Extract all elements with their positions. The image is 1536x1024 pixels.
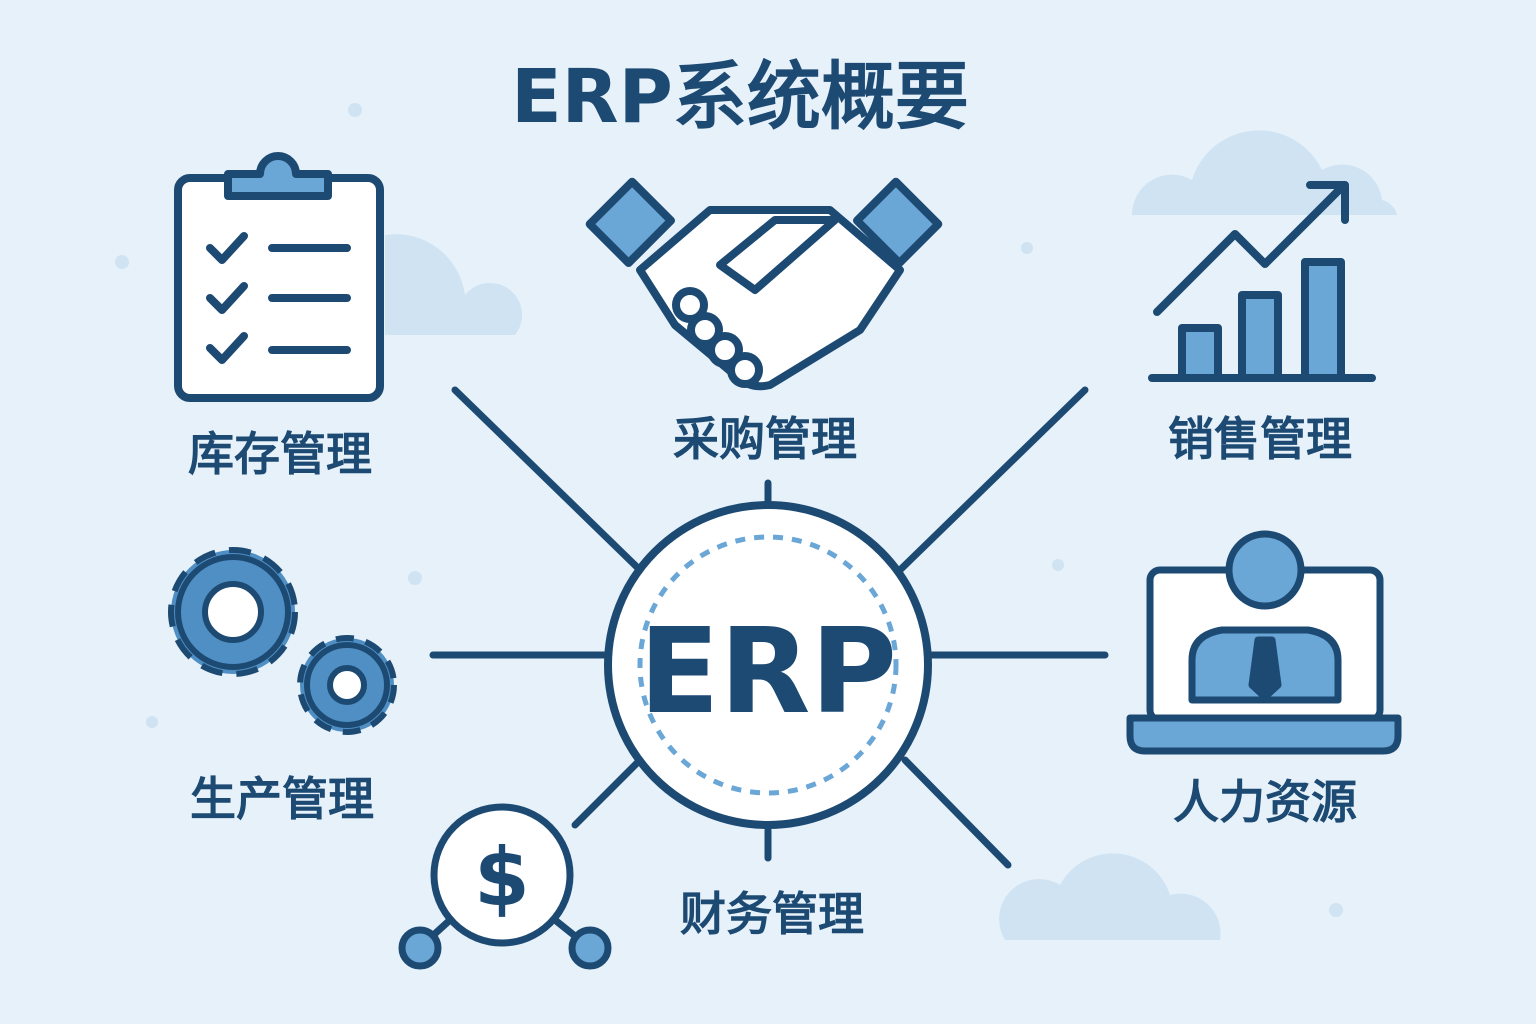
bar-chart-growth-icon bbox=[1148, 181, 1376, 382]
module-label-finance: 财务管理 bbox=[680, 887, 864, 941]
clipboard-checklist-icon bbox=[174, 152, 384, 402]
module-label-sales: 销售管理 bbox=[1168, 412, 1352, 466]
module-label-production: 生产管理 bbox=[190, 772, 374, 826]
handshake-icon bbox=[585, 177, 943, 391]
gears-icon bbox=[168, 547, 397, 735]
module-label-hr: 人力资源 bbox=[1173, 775, 1357, 829]
laptop-person-icon bbox=[1126, 530, 1402, 755]
dollar-network-icon: $ bbox=[398, 803, 612, 970]
dollar-sign-icon: $ bbox=[474, 831, 530, 924]
erp-hub: ERP bbox=[604, 501, 932, 829]
page-title: ERP系统概要 bbox=[511, 54, 969, 140]
module-label-inventory: 库存管理 bbox=[188, 427, 372, 481]
hub-label: ERP bbox=[639, 602, 897, 740]
module-label-purchasing: 采购管理 bbox=[673, 412, 857, 466]
